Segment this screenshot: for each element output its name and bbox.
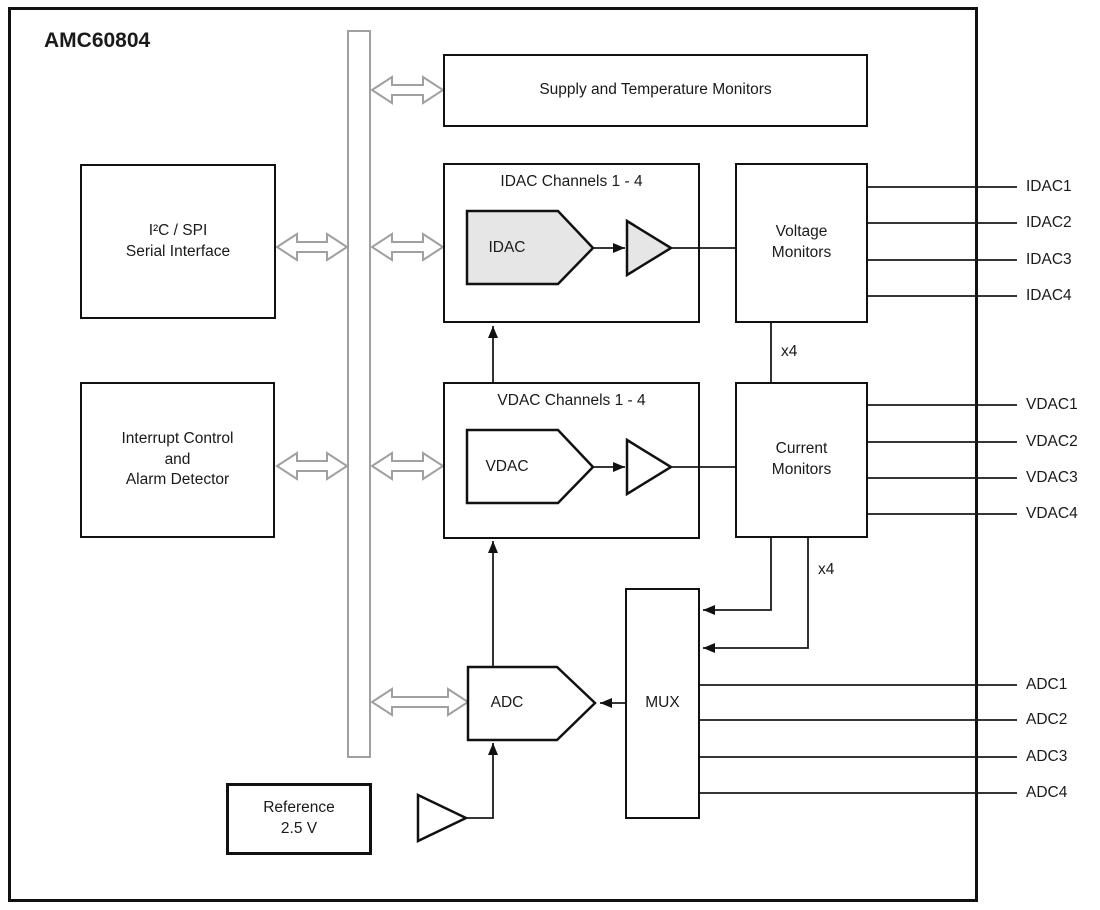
voltage-monitors-mult-label: x4 [781,343,798,360]
vdac-output-lines [868,404,1017,515]
current-monitors-label-line1: Current [775,440,828,458]
pin-label-idac2: IDAC2 [1026,214,1072,231]
interrupt-alarm-label-line3: Alarm Detector [125,471,230,489]
vdac-amp-triangle [625,437,674,497]
pin-label-adc2: ADC2 [1026,711,1068,728]
pin-label-idac1: IDAC1 [1026,178,1072,195]
interrupt-alarm-label-line2: and [164,450,191,468]
interrupt-alarm-label-line1: Interrupt Control [121,429,234,447]
adc-input-lines [700,684,1017,794]
converter-shapes [416,209,674,843]
vdac-pentagon [465,428,595,505]
bidirectional-arrow-icon-vdac [370,451,445,481]
supply-temp-monitors-block: Supply and Temperature Monitors [443,54,868,127]
idac-channels-block: IDAC Channels 1 - 4 [443,163,700,323]
current-monitors-mult-label: x4 [818,561,835,578]
serial-interface-label-line2: Serial Interface [125,242,231,260]
interrupt-alarm-block: Interrupt Control and Alarm Detector [80,382,275,538]
pin-label-vdac3: VDAC3 [1026,469,1078,486]
current-monitors-to-mux-line [703,538,809,653]
vdac-channels-block: VDAC Channels 1 - 4 [443,382,700,539]
pin-label-vdac4: VDAC4 [1026,505,1078,522]
mux-block: MUX [625,588,700,819]
bidirectional-arrow-icon-supply [370,75,445,105]
pin-label-adc1: ADC1 [1026,676,1068,693]
idac-shape-label: IDAC [488,239,526,256]
voltage-monitors-label-line1: Voltage [775,223,828,241]
serial-interface-label-line1: I²C / SPI [148,221,208,239]
reference-buffer-triangle [416,793,469,843]
bus-arrows [275,75,470,717]
pin-label-adc4: ADC4 [1026,784,1068,801]
pin-label-vdac1: VDAC1 [1026,396,1078,413]
supply-temp-monitors-label: Supply and Temperature Monitors [539,81,772,99]
reference-label-line2: 2.5 V [280,820,318,837]
reference-to-adc-line [466,743,498,819]
idac-output-lines [868,186,1017,297]
internal-bus-bar [347,30,371,758]
current-monitors-label-line2: Monitors [771,461,832,478]
pin-label-adc3: ADC3 [1026,748,1068,765]
vdac-channels-title: VDAC Channels 1 - 4 [497,392,646,409]
chip-title: AMC60804 [44,29,151,52]
voltage-monitors-to-mux-line [703,538,772,615]
idac-pentagon [465,209,595,286]
bidirectional-arrow-icon-interrupt-left [275,451,349,481]
bidirectional-arrow-icon-adc [370,687,470,717]
serial-interface-block: I²C / SPI Serial Interface [80,164,276,319]
vdac-shape-label: VDAC [485,458,529,475]
signal-lines [466,186,1017,819]
pin-label-vdac2: VDAC2 [1026,433,1078,450]
bidirectional-arrow-icon-serial-left [275,232,349,262]
idac-channels-title: IDAC Channels 1 - 4 [500,173,643,190]
reference-block: Reference 2.5 V [226,783,372,855]
adc-pentagon [466,665,597,742]
pin-label-idac4: IDAC4 [1026,287,1072,304]
current-monitors-block: Current Monitors [735,382,868,538]
bidirectional-arrow-icon-idac [370,232,445,262]
pin-label-idac3: IDAC3 [1026,251,1072,268]
voltage-monitors-block: Voltage Monitors [735,163,868,323]
idac-amp-triangle [625,218,674,278]
reference-label-line1: Reference [263,799,335,817]
voltage-monitors-label-line2: Monitors [771,244,832,261]
adc-shape-label: ADC [490,694,524,711]
mux-label: MUX [645,694,680,712]
